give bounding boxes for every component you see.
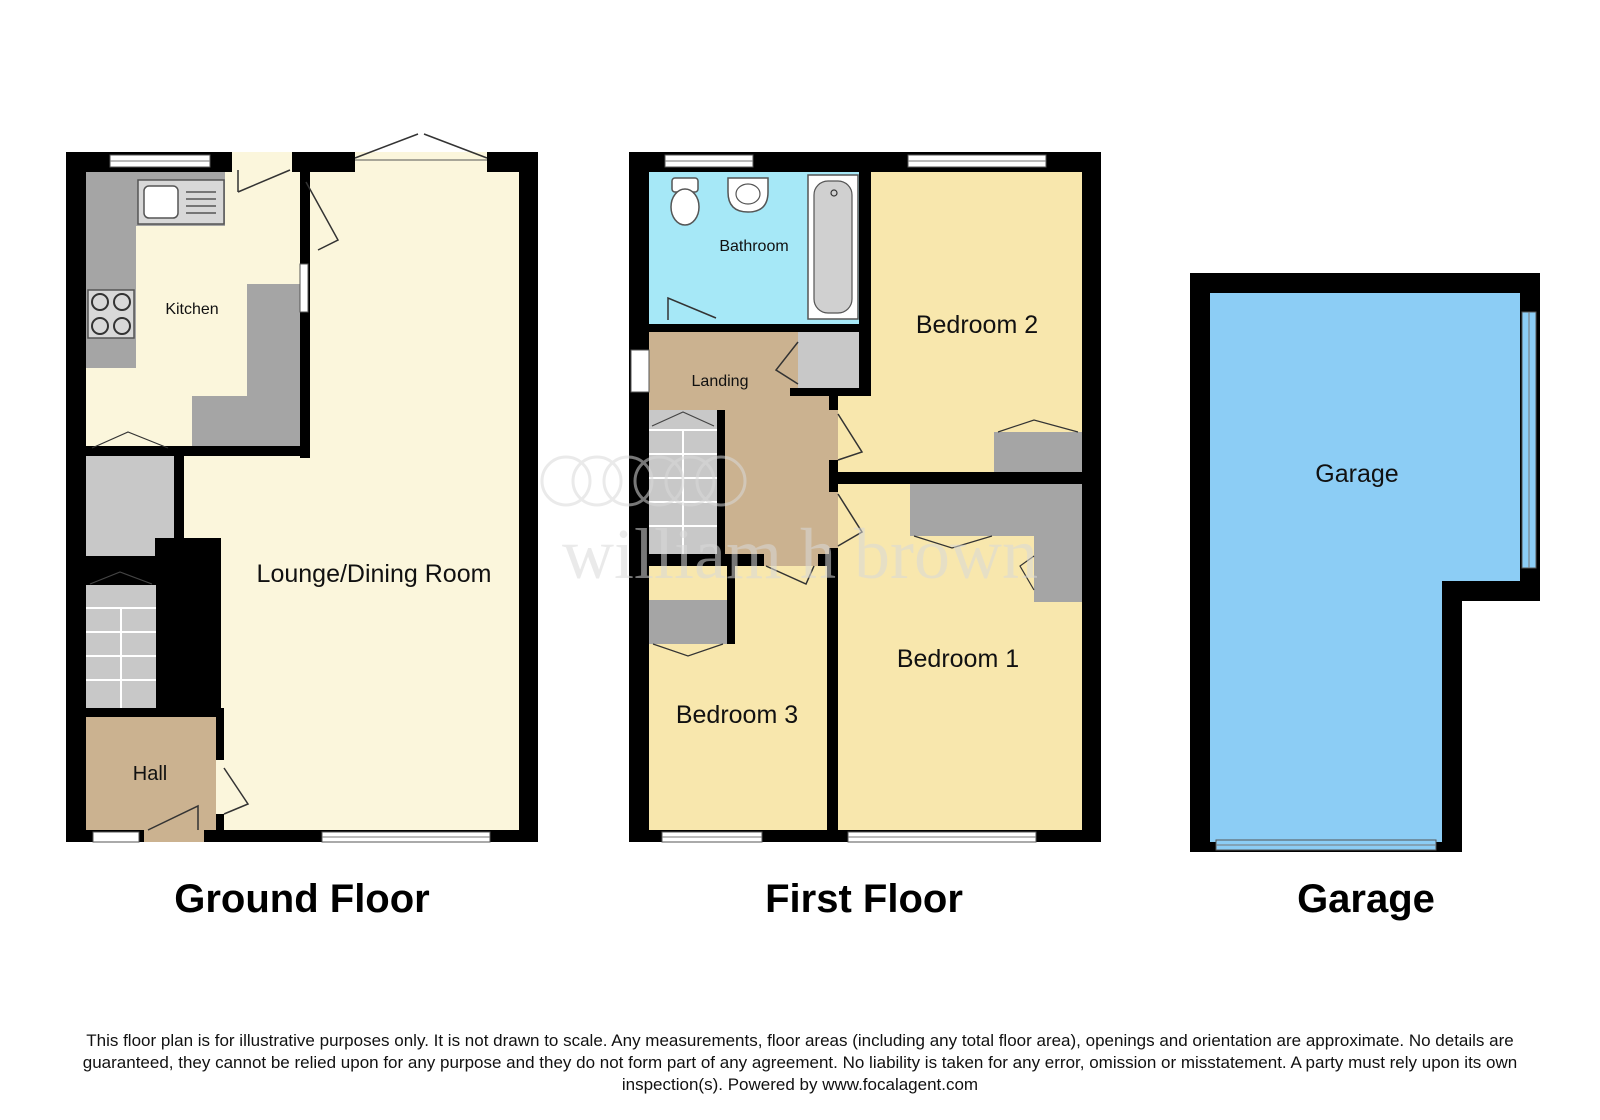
bedroom-3-wardrobe: [649, 600, 727, 644]
hall-lounge-door-opening: [216, 760, 224, 814]
hall-label: Hall: [133, 763, 167, 785]
bedroom-2-lower-area: [838, 396, 882, 472]
kitchen-lounge-wall: [300, 172, 310, 458]
disclaimer-text: This floor plan is for illustrative purp…: [82, 1031, 1518, 1094]
ground-floor-stairs: [86, 571, 156, 717]
lounge-patio-door-opening: [355, 152, 487, 172]
bedroom-3-wardrobe-doors: [652, 643, 724, 657]
hall-stairs-wall: [86, 708, 224, 717]
watermark-logo-rings: [540, 455, 747, 507]
garage-title: Garage: [1297, 877, 1435, 921]
bedroom-2-door-opening: [829, 410, 838, 460]
first-floor-title: First Floor: [765, 877, 963, 921]
patio-door-swing: [354, 133, 488, 159]
bedroom-3-label: Bedroom 3: [676, 701, 798, 729]
bedroom-2-door-swing: [837, 413, 864, 461]
landing-label: Landing: [692, 373, 749, 390]
watermark-brand-text: william h brown: [562, 514, 1038, 594]
bath-icon: [807, 174, 859, 320]
bedroom-3-door-opening: [764, 554, 818, 566]
bathroom-door-swing: [667, 296, 717, 320]
bedroom-1-wardrobe-side: [1034, 484, 1082, 602]
hall-front-window: [92, 831, 140, 843]
bedroom-2-wardrobe-doors: [997, 419, 1079, 433]
lounge-dining-room-label: Lounge/Dining Room: [257, 560, 492, 588]
bedroom-1-door-opening: [829, 492, 838, 548]
kitchen-stairs-wall: [86, 446, 310, 456]
airing-cupboard-door-swing: [774, 341, 799, 385]
airing-cupboard-wall: [790, 388, 871, 396]
stair-core-block: [155, 538, 221, 708]
bedroom-1-wardrobe-doors: [913, 535, 1035, 591]
basin-icon: [727, 177, 769, 213]
bedroom1-bedroom2-wall: [838, 472, 1082, 484]
bedroom-1-label: Bedroom 1: [897, 645, 1019, 673]
kitchen-cupboard-door-swing: [91, 431, 169, 449]
sink-icon: [137, 179, 225, 225]
landing-window: [630, 349, 650, 393]
bedroom-1-door-swing: [837, 493, 864, 547]
bedroom-3-wardrobe-wall: [727, 566, 735, 644]
bathroom-label: Bathroom: [719, 238, 788, 255]
kitchen-back-door-opening: [232, 152, 292, 172]
airing-cupboard: [798, 332, 859, 388]
garage-area: [1210, 293, 1520, 842]
kitchen-lounge-door-swing: [305, 181, 340, 251]
bathroom-bedroom2-wall: [859, 172, 871, 396]
hob-icon: [87, 289, 135, 339]
toilet-icon: [670, 177, 700, 226]
kitchen-back-door-swing: [237, 169, 291, 193]
bathroom-landing-wall: [720, 324, 871, 332]
hall-front-door-opening: [144, 826, 204, 842]
kitchen-label: Kitchen: [165, 301, 218, 318]
ground-floor-title: Ground Floor: [174, 877, 430, 921]
kitchen-side-window: [299, 263, 309, 313]
ground-floor-plan: Kitchen Lounge/Dining Room Hall Ground F…: [66, 133, 538, 921]
garage-label: Garage: [1315, 460, 1398, 488]
garage-plan: Garage Garage: [1190, 273, 1540, 921]
stairs-lounge-wall: [174, 456, 184, 546]
hall-lounge-door-swing: [223, 767, 250, 815]
landing-bedroom-wall: [829, 396, 838, 830]
bedroom-1-wardrobe: [910, 484, 1034, 536]
brand-watermark: william h brown: [540, 455, 1038, 594]
bedroom-2-area: [871, 172, 1082, 472]
hall-front-door-swing: [147, 804, 199, 831]
hall-area: [86, 717, 216, 830]
kitchen-worktop-bottom: [192, 396, 300, 446]
bedroom-2-label: Bedroom 2: [916, 311, 1038, 339]
bedroom-3-door-swing: [765, 565, 815, 585]
bedroom-2-wardrobe: [994, 432, 1082, 472]
lounge-dining-room-area: [310, 172, 519, 830]
